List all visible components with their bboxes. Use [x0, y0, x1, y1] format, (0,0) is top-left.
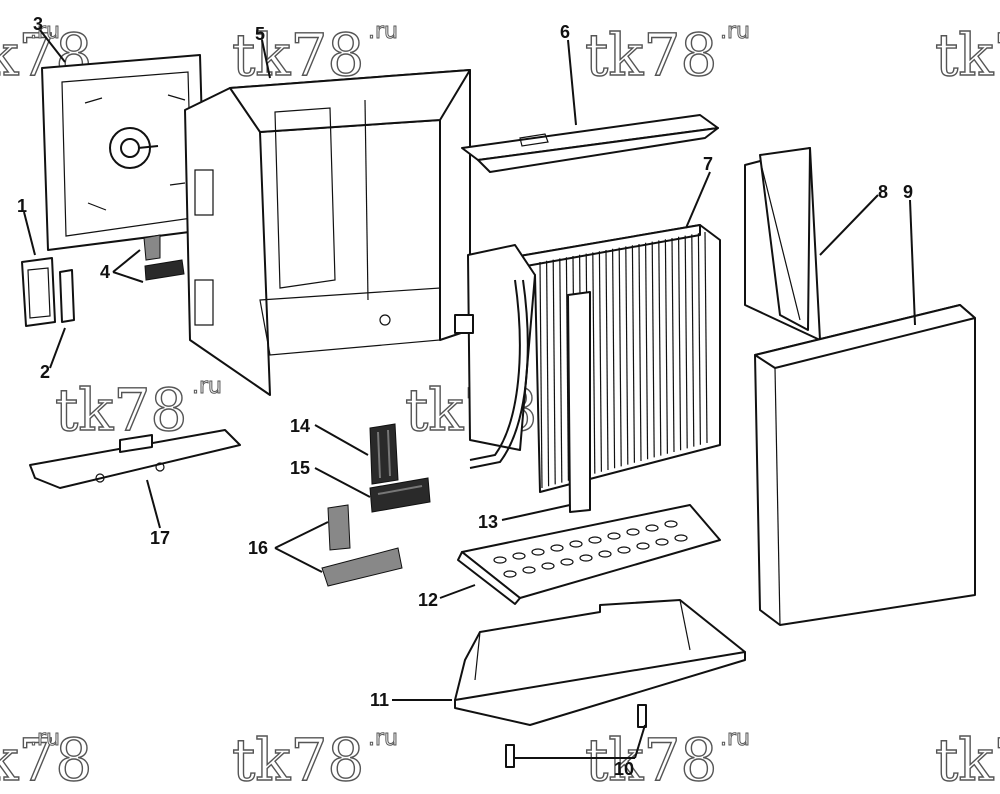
- part-7-heater-core: [454, 224, 721, 513]
- fin-line: [678, 236, 682, 451]
- fin-line: [605, 249, 609, 471]
- callout-12: 12: [418, 590, 438, 610]
- callouts: 3 1 2 4 5 6 7 8 9 10 11 12 13 14 15 16 1…: [17, 14, 913, 779]
- watermark-text: tk78: [232, 21, 364, 89]
- part-10-pins: [505, 704, 647, 768]
- tray-slot: [579, 554, 593, 562]
- fin-line: [664, 239, 668, 454]
- tray-slots: [493, 520, 688, 578]
- watermarks: tk78 .ru tk78 .ru tk78 .ru tk78 tk78 .ru…: [0, 19, 1000, 794]
- callout-14: 14: [290, 416, 310, 436]
- tray-slot: [636, 542, 650, 550]
- part-9-side-panel: [754, 304, 976, 626]
- part-14-seal: [369, 423, 399, 485]
- watermark-text: tk78: [585, 726, 717, 794]
- watermark-text: tk78: [0, 21, 92, 89]
- fin-line: [704, 231, 708, 444]
- callout-10: 10: [614, 759, 634, 779]
- part-8-side-plate: [744, 147, 821, 341]
- watermark-text: tk78: [232, 726, 364, 794]
- fin-line: [691, 234, 695, 447]
- callout-11: 11: [370, 690, 389, 710]
- tray-slot: [512, 552, 526, 560]
- fin-line: [552, 259, 556, 485]
- callout-8: 8: [878, 182, 888, 202]
- tray-slot: [531, 548, 545, 556]
- tray-slot: [598, 550, 612, 558]
- watermark-text: tk78: [935, 726, 1000, 794]
- leader-lines: [23, 29, 916, 759]
- tray-slot: [569, 540, 583, 548]
- part-1-plate: [21, 257, 56, 327]
- watermark-text: tk78: [935, 21, 1000, 89]
- fin-line: [598, 251, 602, 472]
- callout-15: 15: [290, 458, 310, 478]
- fin-line: [631, 245, 635, 463]
- fin-line: [638, 243, 642, 462]
- fins: [539, 231, 708, 489]
- fin-line: [658, 240, 662, 456]
- watermark-text: tk78: [55, 376, 187, 444]
- callout-2: 2: [40, 362, 50, 382]
- tray-slot: [493, 556, 507, 564]
- callout-1: 1: [17, 196, 27, 216]
- part-2-gasket: [59, 269, 75, 323]
- tray-slot: [626, 528, 640, 536]
- part-5-housing: [184, 69, 471, 396]
- tray-slot: [664, 520, 678, 528]
- tray-slot: [550, 544, 564, 552]
- callout-5: 5: [255, 24, 265, 44]
- tray-slot: [541, 562, 555, 570]
- callout-9: 9: [903, 182, 913, 202]
- watermark-suffix: .ru: [30, 726, 60, 751]
- fin-line: [651, 241, 655, 458]
- callout-13: 13: [478, 512, 498, 532]
- watermark-suffix: .ru: [30, 19, 60, 44]
- part-4-foam-pieces: [143, 234, 185, 281]
- fin-line: [697, 233, 701, 445]
- tray-slot: [560, 558, 574, 566]
- fin-line: [684, 235, 688, 449]
- callout-4: 4: [100, 262, 110, 282]
- tray-slot: [503, 570, 517, 578]
- fin-line: [559, 258, 563, 483]
- fin-line: [592, 252, 596, 474]
- part-11-lower-pan: [454, 599, 746, 726]
- callout-16: 16: [248, 538, 268, 558]
- part-12-tray: [457, 504, 721, 605]
- fin-line: [612, 248, 616, 469]
- watermark-suffix: .ru: [368, 726, 398, 751]
- part-15-seal: [369, 477, 431, 513]
- watermark-suffix: .ru: [720, 726, 750, 751]
- watermark-suffix: .ru: [720, 19, 750, 44]
- tray-slot: [617, 546, 631, 554]
- callout-6: 6: [560, 22, 570, 42]
- part-3-back-plate: [41, 54, 206, 251]
- fin-line: [539, 261, 543, 489]
- watermark-text: tk78: [585, 21, 717, 89]
- fin-line: [545, 260, 550, 487]
- fin-line: [618, 247, 622, 467]
- fin-line: [565, 257, 570, 481]
- callout-17: 17: [150, 528, 170, 548]
- tray-slot: [522, 566, 536, 574]
- callout-7: 7: [703, 154, 713, 174]
- tray-slot: [655, 538, 669, 546]
- fin-line: [671, 237, 675, 453]
- part-16-foam-pieces: [321, 504, 403, 587]
- tray-slot: [607, 532, 621, 540]
- callout-3: 3: [33, 14, 43, 34]
- watermark-suffix: .ru: [192, 374, 222, 399]
- tray-slot: [645, 524, 659, 532]
- part-6-top-cover: [461, 114, 719, 173]
- watermark-suffix: .ru: [368, 19, 398, 44]
- fin-line: [625, 246, 629, 465]
- fin-line: [645, 242, 649, 460]
- part-17-bracket: [29, 429, 241, 489]
- watermark-text: tk78: [0, 726, 92, 794]
- tray-slot: [674, 534, 688, 542]
- tray-slot: [588, 536, 602, 544]
